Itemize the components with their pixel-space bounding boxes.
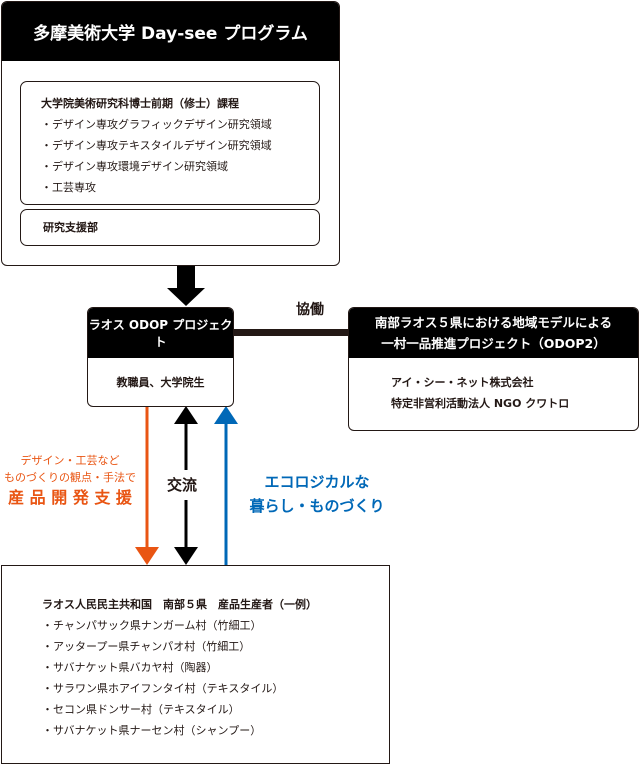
course-heading: 大学院美術研究科博士前期（修士）課程 (41, 97, 239, 110)
exchange-arrow-head-down (174, 547, 198, 565)
partner-item: 特定非営利活動法人 NGO クワトロ (391, 397, 570, 410)
blue-arrow-head (214, 406, 238, 424)
blue-label-line1: エコロジカルな (264, 473, 370, 491)
support-box: 研究支援部 (20, 209, 320, 246)
odop2-title-line1: 南部ラオス５県における地域モデルによる (374, 315, 613, 330)
producer-item: ・アッタープー県チャンパオ村（竹細工） (42, 640, 251, 653)
producer-item: ・サバナケット県バカヤ村（陶器） (42, 661, 218, 674)
producer-item: ・チャンパサック県ナンガーム村（竹細工） (42, 619, 262, 632)
producer-item: ・サラワン県ホアイフンタイ村（テキスタイル） (42, 682, 284, 695)
orange-flow-label: デザイン・工芸など ものづくりの観点・手法で 産 品 開 発 支 援 (0, 452, 140, 510)
course-item: ・デザイン専攻テキスタイルデザイン研究領域 (41, 139, 272, 152)
collab-label: 協働 (296, 302, 324, 318)
laos-heading: ラオス人民民主共和国 南部５県 産品生産者（一例） (42, 598, 317, 611)
odop2-box: 南部ラオス５県における地域モデルによる 一村一品推進プロジェクト（ODOP2） … (348, 307, 639, 431)
odop2-title-line2: 一村一品推進プロジェクト（ODOP2） (381, 336, 606, 351)
odop-members: 教職員、大学院生 (116, 376, 205, 389)
laos-producers-box: ラオス人民民主共和国 南部５県 産品生産者（一例） ・チャンパサック県ナンガーム… (1, 565, 390, 764)
blue-label-line2: 暮らし・ものづくり (249, 497, 385, 515)
odop-box: ラオス ODOP プロジェクト 教職員、大学院生 (87, 307, 234, 407)
course-box: 大学院美術研究科博士前期（修士）課程 ・デザイン専攻グラフィックデザイン研究領域… (20, 81, 320, 205)
odop-title: ラオス ODOP プロジェクト (88, 308, 233, 358)
collab-connector-line (232, 329, 350, 336)
orange-arrow-head (135, 547, 159, 565)
orange-label-main: 産 品 開 発 支 援 (8, 488, 132, 507)
support-label: 研究支援部 (43, 221, 98, 234)
producer-item: ・サバナケット県ナーセン村（シャンプー） (42, 724, 262, 737)
producer-item: ・セコン県ドンサー村（テキスタイル） (42, 703, 240, 716)
exchange-arrow-head-up (174, 406, 198, 424)
course-item: ・工芸専攻 (41, 181, 96, 194)
tama-program-title: 多摩美術大学 Day-see プログラム (2, 2, 339, 61)
exchange-label: 交流 (167, 476, 198, 494)
orange-label-line1: デザイン・工芸など (20, 454, 120, 467)
course-item: ・デザイン専攻環境デザイン研究領域 (41, 160, 228, 173)
course-item: ・デザイン専攻グラフィックデザイン研究領域 (41, 118, 272, 131)
tama-program-box: 多摩美術大学 Day-see プログラム 大学院美術研究科博士前期（修士）課程 … (1, 1, 340, 266)
orange-label-line2: ものづくりの観点・手法で (4, 471, 136, 484)
blue-flow-label: エコロジカルな 暮らし・ものづくり (232, 470, 402, 518)
down-arrow-to-odop (167, 265, 205, 306)
partner-item: アイ・シー・ネット株式会社 (391, 376, 534, 389)
odop2-title: 南部ラオス５県における地域モデルによる 一村一品推進プロジェクト（ODOP2） (349, 308, 638, 358)
